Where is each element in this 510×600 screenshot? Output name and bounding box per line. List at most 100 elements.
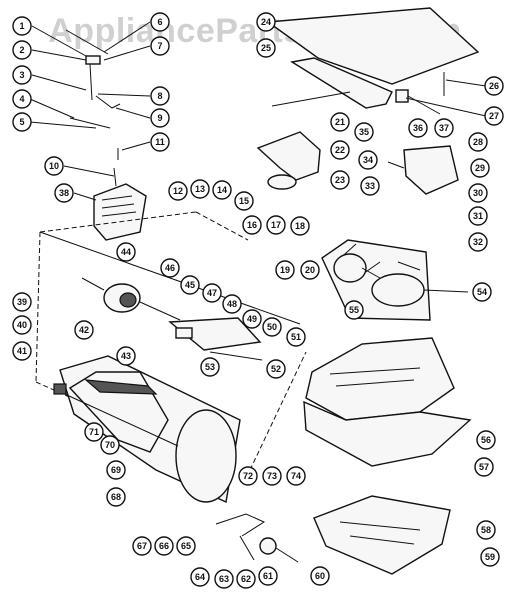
callout-label: 58: [481, 525, 491, 535]
callout-circle: [12, 292, 32, 312]
callout-label: 72: [243, 471, 253, 481]
callout-circle: [258, 566, 278, 586]
callout-label: 44: [121, 247, 131, 257]
callout-label: 16: [247, 220, 257, 230]
callout-label: 53: [205, 362, 215, 372]
callout-63: 63: [214, 569, 234, 589]
callout-circle: [12, 65, 32, 85]
callout-circle: [236, 569, 256, 589]
callout-label: 8: [157, 91, 162, 101]
callout-41: 41: [12, 341, 32, 361]
callout-65: 65: [176, 536, 196, 556]
callout-11: 11: [150, 132, 170, 152]
callout-17: 17: [266, 215, 286, 235]
callout-circle: [470, 158, 490, 178]
callout-circle: [408, 118, 428, 138]
callout-57: 57: [474, 457, 494, 477]
callout-label: 18: [295, 221, 305, 231]
callout-16: 16: [242, 215, 262, 235]
callout-circle: [74, 320, 94, 340]
callout-circle: [214, 569, 234, 589]
callout-label: 55: [349, 305, 359, 315]
callout-label: 74: [291, 471, 301, 481]
callout-label: 56: [481, 435, 491, 445]
callout-30: 30: [468, 183, 488, 203]
callout-label: 71: [89, 427, 99, 437]
callout-circle: [106, 487, 126, 507]
callout-label: 48: [227, 299, 237, 309]
callout-label: 57: [479, 462, 489, 472]
callout-7: 7: [150, 36, 170, 56]
callout-label: 65: [181, 541, 191, 551]
side-bracket: [290, 57, 393, 109]
callout-59: 59: [480, 547, 500, 567]
callout-48: 48: [222, 294, 242, 314]
callout-label: 67: [137, 541, 147, 551]
callout-label: 17: [271, 220, 281, 230]
callout-circle: [150, 36, 170, 56]
callout-4: 4: [12, 89, 32, 109]
callout-circle: [468, 132, 488, 152]
callout-18: 18: [290, 216, 310, 236]
callout-circle: [12, 16, 32, 36]
callout-circle: [330, 140, 350, 160]
callout-53: 53: [200, 357, 220, 377]
callout-26: 26: [484, 76, 504, 96]
callout-label: 40: [17, 320, 27, 330]
callout-25: 25: [256, 38, 276, 58]
callout-label: 12: [173, 186, 183, 196]
callout-29: 29: [470, 158, 490, 178]
callout-label: 27: [489, 111, 499, 121]
callout-circle: [476, 520, 496, 540]
callout-label: 69: [111, 465, 121, 475]
callout-6: 6: [150, 12, 170, 32]
callout-label: 22: [335, 145, 345, 155]
callout-circle: [484, 76, 504, 96]
callout-38: 38: [54, 183, 74, 203]
callout-circle: [154, 536, 174, 556]
callout-20: 20: [300, 260, 320, 280]
callout-49: 49: [242, 309, 262, 329]
callout-label: 62: [241, 574, 251, 584]
callout-label: 49: [247, 314, 257, 324]
callout-circle: [116, 242, 136, 262]
callout-51: 51: [286, 327, 306, 347]
callout-12: 12: [168, 181, 188, 201]
callout-circle: [330, 170, 350, 190]
callout-45: 45: [180, 275, 200, 295]
callout-circle: [434, 118, 454, 138]
callout-circle: [344, 300, 364, 320]
callout-label: 13: [195, 184, 205, 194]
callout-label: 52: [271, 364, 281, 374]
callout-circle: [468, 183, 488, 203]
callout-label: 1: [19, 21, 24, 31]
callout-47: 47: [202, 283, 222, 303]
callout-5: 5: [12, 112, 32, 132]
callout-circle: [200, 357, 220, 377]
callout-62: 62: [236, 569, 256, 589]
callout-circle: [12, 112, 32, 132]
callout-2: 2: [12, 40, 32, 60]
callout-label: 15: [239, 196, 249, 206]
callout-8: 8: [150, 86, 170, 106]
callout-label: 26: [489, 81, 499, 91]
callout-label: 4: [19, 94, 24, 104]
base-body: [305, 337, 455, 421]
callout-label: 6: [157, 17, 162, 27]
callout-circle: [262, 466, 282, 486]
top-cover: [266, 7, 480, 85]
callout-56: 56: [476, 430, 496, 450]
handle-bail: [256, 131, 321, 181]
callout-19: 19: [275, 260, 295, 280]
callout-69: 69: [106, 460, 126, 480]
callout-circle: [360, 176, 380, 196]
callout-circle: [290, 216, 310, 236]
callout-label: 7: [157, 41, 162, 51]
callout-13: 13: [190, 179, 210, 199]
callout-circle: [468, 206, 488, 226]
callout-46: 46: [160, 258, 180, 278]
callout-31: 31: [468, 206, 488, 226]
callout-circle: [180, 275, 200, 295]
callout-label: 14: [217, 185, 227, 195]
